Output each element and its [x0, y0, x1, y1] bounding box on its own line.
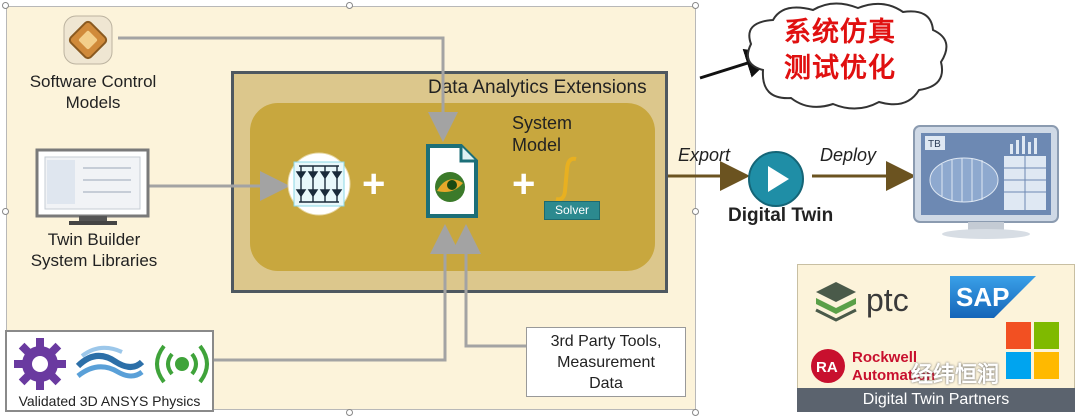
svg-text:SAP: SAP: [956, 282, 1009, 312]
wave-icon: [75, 345, 145, 379]
software-control-label: Software Control Models: [29, 72, 157, 112]
cloud-shape: [747, 2, 948, 110]
selection-handle[interactable]: [692, 208, 699, 215]
signal-icon: [155, 344, 209, 384]
arrow-third-party-to-model: [451, 224, 526, 348]
plus-sign: +: [512, 162, 536, 206]
ptc-logo-icon: [815, 282, 857, 322]
plus-sign: +: [362, 162, 386, 206]
svg-text:Automation: Automation: [852, 367, 935, 384]
integral-icon: [555, 156, 577, 202]
svg-text:Rockwell: Rockwell: [852, 349, 917, 366]
model-file-icon: [426, 144, 478, 218]
arrow-software-to-model: [118, 36, 458, 142]
arrow-physics-to-model: [214, 224, 460, 362]
system-model-label: System Model: [512, 113, 573, 155]
cloud-text: 系统仿真 测试优化: [784, 17, 896, 83]
sap-logo: SAP: [950, 276, 1036, 318]
software-control-icon: [63, 15, 113, 65]
third-party-box: [526, 327, 686, 397]
solver-badge: Solver: [544, 201, 600, 220]
deploy-label: Deploy: [820, 145, 877, 165]
twin-builder-label: Twin Builder System Libraries: [30, 230, 158, 270]
rockwell-logo: RA Rockwell Automation: [811, 349, 935, 384]
data-analytics-title: Data Analytics Extensions: [428, 77, 647, 98]
gear-icon: [14, 338, 66, 390]
windows-logo-icon: [1006, 322, 1059, 379]
digital-twin-label: Digital Twin: [728, 205, 834, 226]
svg-text:RA: RA: [816, 359, 838, 376]
selection-handle[interactable]: [692, 2, 699, 9]
deployed-monitor-icon: TB: [913, 125, 1059, 239]
partners-title: Digital Twin Partners: [797, 388, 1075, 412]
play-button-icon[interactable]: [747, 150, 805, 208]
circuit-icon: [287, 152, 351, 216]
selection-handle[interactable]: [2, 2, 9, 9]
tb-badge: TB: [928, 139, 941, 150]
ptc-logo-text: ptc: [866, 282, 909, 318]
export-label: Export: [678, 145, 731, 165]
physics-label: Validated 3D ANSYS Physics: [18, 393, 201, 409]
twin-builder-monitor-icon: [35, 148, 150, 225]
selection-handle[interactable]: [346, 2, 353, 9]
selection-handle[interactable]: [2, 208, 9, 215]
watermark: 经纬恒润: [911, 362, 1000, 387]
physics-icons: [14, 338, 209, 390]
third-party-label: 3rd Party Tools, Measurement Data: [550, 333, 662, 392]
